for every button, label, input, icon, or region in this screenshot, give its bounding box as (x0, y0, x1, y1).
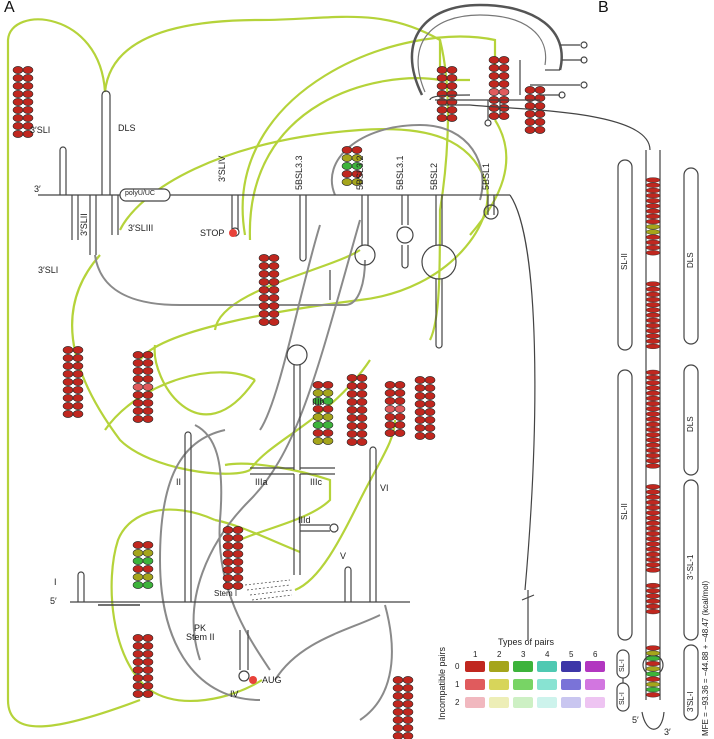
legend-swatch-0-4 (537, 661, 557, 672)
legend-column-1: 1 (473, 650, 478, 659)
ladder-2 (488, 56, 510, 120)
label-b-sl2-top: SL-II (620, 253, 629, 270)
label-3sli-top: 3′SLI (30, 125, 51, 135)
label-pk: PK (194, 623, 207, 633)
label-3sliii: 3′SLIII (128, 223, 154, 233)
ladder-14 (132, 634, 154, 698)
ladder-6 (62, 346, 84, 418)
aug-codon-dot (249, 676, 257, 684)
panel-b-label: B (598, 0, 609, 16)
label-3slii: 3′SLII (79, 213, 89, 236)
legend-swatch-2-6 (585, 697, 605, 708)
label-polyu: polyU/UC (125, 190, 155, 197)
ladder-8 (312, 381, 334, 445)
label-b-sli-box1: SL-I (619, 659, 626, 672)
legend-swatch-1-2 (489, 679, 509, 690)
ladder-9 (346, 374, 368, 446)
legend-swatch-2-2 (489, 697, 509, 708)
panel-b-structure (410, 3, 699, 730)
legend-swatch-2-3 (513, 697, 533, 708)
legend-title-incompatible: Incompatible pairs (437, 646, 447, 720)
label-5bsl33: 5BSL3.3 (294, 155, 304, 190)
label-b-dls-top: DLS (686, 252, 695, 268)
label-b-5prime: 5′ (632, 715, 639, 725)
legend-swatch-1-1 (465, 679, 485, 690)
legend-column-2: 2 (497, 650, 502, 659)
pseudoknot-hatch (244, 579, 293, 601)
legend-swatch-0-2 (489, 661, 509, 672)
stop-codon-dot (229, 229, 237, 237)
label-vi: VI (380, 483, 389, 493)
label-v: V (340, 551, 347, 561)
label-5bsl32: 5BSL3.2 (355, 155, 365, 190)
ladder-13 (132, 541, 154, 589)
legend-column-3: 3 (521, 650, 526, 659)
legend-swatch-2-1 (465, 697, 485, 708)
ladder-3 (524, 86, 546, 134)
legend-swatch-1-3 (513, 679, 533, 690)
backbone-lines (38, 90, 536, 682)
label-b-3prime: 3′ (664, 727, 671, 737)
legend-column-4: 4 (545, 650, 550, 659)
label-aug: AUG (262, 675, 282, 685)
label-stop: STOP (200, 228, 225, 238)
legend-row-1: 1 (455, 680, 460, 689)
label-b-dls-mid: DLS (686, 416, 695, 432)
label-stem2: Stem II (186, 632, 215, 642)
gray-interaction-links (94, 123, 484, 721)
label-3sli-bottom: 3′SLI (38, 265, 59, 275)
ladder-4 (341, 146, 363, 186)
legend-swatch-0-6 (585, 661, 605, 672)
label-b-mfe: MFE = −93.36 = −44.88 + −48.47 (kcal/mol… (701, 580, 710, 736)
legend-swatch-1-5 (561, 679, 581, 690)
label-3sliv: 3′SLIV (217, 155, 227, 182)
label-iiib: IIIb (312, 397, 325, 407)
ladder-7 (132, 351, 154, 423)
label-i: I (54, 577, 57, 587)
legend-swatch-1-4 (537, 679, 557, 690)
panel-b-pair-ladder (645, 177, 661, 698)
label-5bsl1: 5BSL1 (481, 162, 491, 190)
legend-swatch-0-3 (513, 661, 533, 672)
ladder-12 (222, 526, 244, 590)
ladder-11 (414, 376, 436, 440)
legend-swatch-2-4 (537, 697, 557, 708)
label-5prime: 5′ (50, 596, 57, 606)
label-b-3sl1: 3′-SL-1 (686, 554, 695, 580)
long-range-interaction-links (6, 15, 508, 728)
legend-swatch-0-1 (465, 661, 485, 672)
label-iiic: IIIc (310, 477, 323, 487)
label-stem1: Stem I (214, 589, 238, 598)
label-b-sl2-mid: SL-II (620, 503, 629, 520)
ladder-5 (258, 254, 280, 326)
label-iv: IV (230, 689, 239, 699)
legend-row-2: 2 (455, 698, 460, 707)
legend-swatch-1-6 (585, 679, 605, 690)
ladder-15 (392, 676, 414, 739)
label-dls: DLS (118, 123, 136, 133)
ladder-0 (12, 66, 34, 138)
legend-column-6: 6 (593, 650, 598, 659)
label-3prime: 3′ (34, 184, 41, 194)
legend-swatch-0-5 (561, 661, 581, 672)
ladder-10 (384, 381, 406, 437)
legend-title-types: Types of pairs (498, 637, 555, 647)
label-5bsl31: 5BSL3.1 (395, 155, 405, 190)
label-5bsl2: 5BSL2 (429, 162, 439, 190)
panel-a-label: A (4, 0, 15, 16)
legend-column-5: 5 (569, 650, 574, 659)
label-ii: II (176, 477, 182, 487)
label-b-3sl1-bottom: 3′SL-I (686, 691, 695, 712)
label-b-sli-box2: SL-I (619, 692, 626, 705)
ladder-1 (436, 66, 458, 122)
label-iiia: IIIa (255, 477, 268, 487)
base-pair-ladders (12, 56, 546, 739)
label-iiid: IIId (298, 515, 311, 525)
legend-row-0: 0 (455, 662, 460, 671)
legend-swatch-2-5 (561, 697, 581, 708)
